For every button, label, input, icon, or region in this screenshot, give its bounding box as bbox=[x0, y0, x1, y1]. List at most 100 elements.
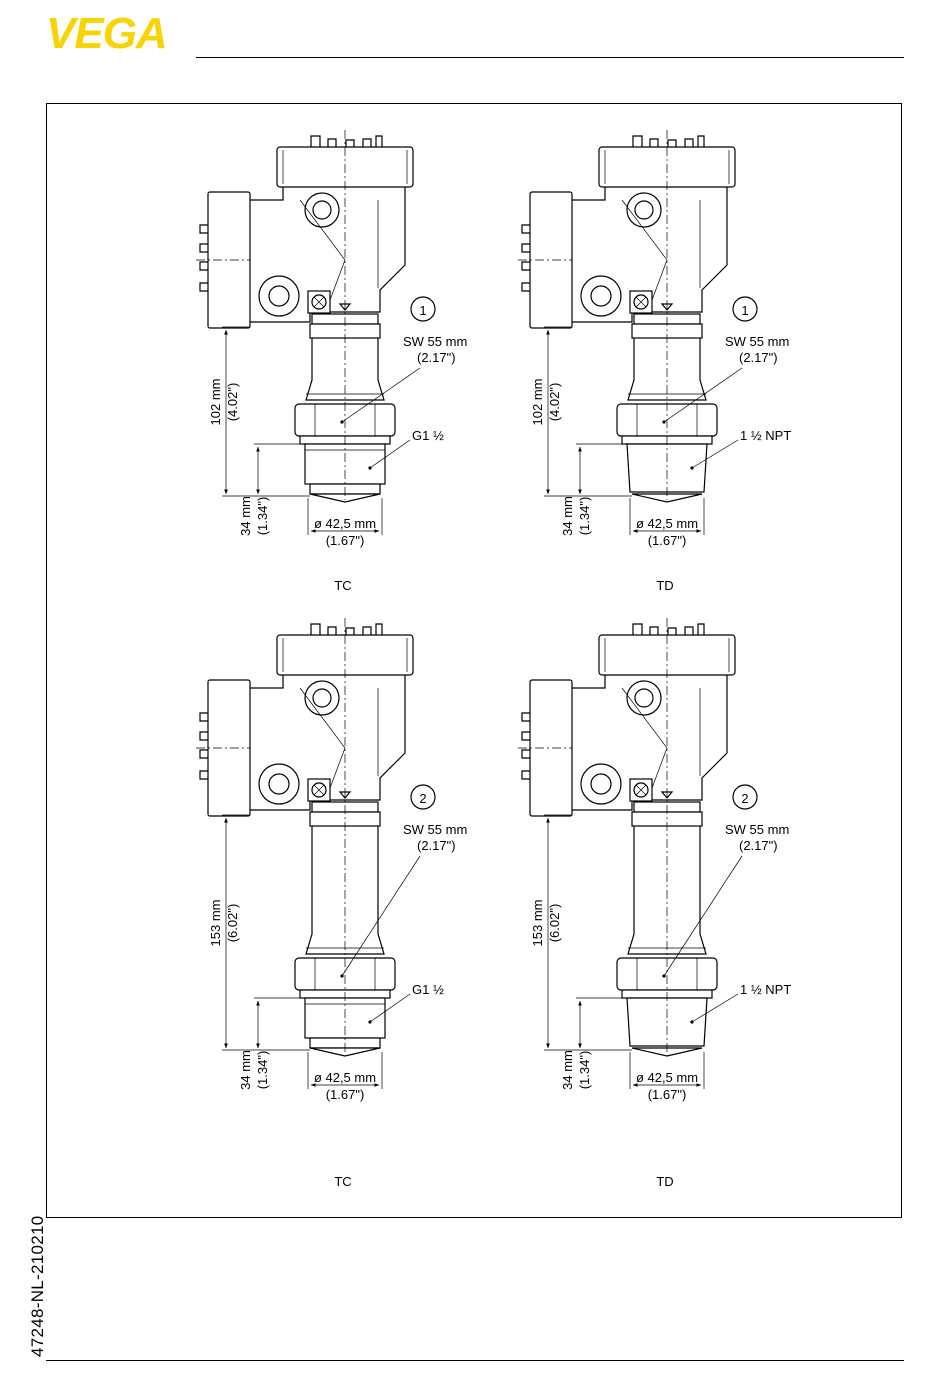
diameter-mm-label: ø 42,5 mm bbox=[314, 516, 376, 531]
height-inch-label: (4.02") bbox=[547, 383, 562, 422]
hex-nut-faces bbox=[314, 958, 376, 990]
thread-leader-dot bbox=[368, 1020, 372, 1024]
height-mm-label: 153 mm bbox=[208, 900, 223, 947]
housing-body bbox=[247, 187, 406, 323]
side-fin-2 bbox=[521, 731, 530, 741]
ground-terminal-screw bbox=[633, 294, 649, 310]
ground-terminal-cross bbox=[313, 784, 325, 796]
version-marker-circle bbox=[410, 784, 436, 810]
drawing-frame bbox=[46, 103, 902, 1218]
version-marker-circle bbox=[410, 296, 436, 322]
ground-terminal-cross bbox=[635, 784, 647, 796]
side-fin-1 bbox=[199, 712, 208, 722]
upper-screw-ring bbox=[304, 680, 340, 716]
hex-size-label: SW 55 mm bbox=[725, 822, 789, 837]
side-fin-2 bbox=[199, 731, 208, 741]
side-fin-4 bbox=[521, 770, 530, 780]
housing-contour bbox=[621, 687, 701, 789]
thread-leader-dot bbox=[690, 1020, 694, 1024]
diameter-ext-lines bbox=[629, 1052, 705, 1089]
housing-body bbox=[569, 675, 728, 811]
lower-screw-ring bbox=[580, 275, 622, 317]
reference-mark bbox=[338, 791, 352, 799]
cover-edge-lines bbox=[604, 150, 730, 184]
side-fin-1 bbox=[521, 224, 530, 234]
side-fin-3 bbox=[521, 749, 530, 759]
lower-screw-head bbox=[268, 285, 290, 307]
reference-mark bbox=[338, 303, 352, 311]
upper-screw-head bbox=[312, 688, 332, 708]
vega-logo: VEGA bbox=[46, 12, 168, 52]
lower-screw-head bbox=[590, 285, 612, 307]
hex-size-inch-label: (2.17") bbox=[739, 350, 778, 365]
bottom-mm-label: 34 mm bbox=[238, 496, 253, 536]
hex-size-inch-label: (2.17") bbox=[739, 838, 778, 853]
housing-contour bbox=[621, 199, 701, 301]
hex-leader-dot bbox=[662, 420, 666, 424]
lower-screw-head bbox=[590, 773, 612, 795]
height-mm-label: 102 mm bbox=[208, 379, 223, 426]
version-marker-label: 2 bbox=[741, 791, 748, 806]
hex-leader-line bbox=[663, 367, 743, 423]
hex-leader-dot bbox=[340, 974, 344, 978]
hex-size-label: SW 55 mm bbox=[403, 334, 467, 349]
lower-screw-ring bbox=[258, 763, 300, 805]
bottom-inch-label: (1.34") bbox=[255, 1051, 270, 1090]
bottom-inch-label: (1.34") bbox=[577, 1051, 592, 1090]
upper-screw-head bbox=[634, 688, 654, 708]
thread-leader-dot bbox=[368, 466, 372, 470]
hex-size-inch-label: (2.17") bbox=[417, 838, 456, 853]
hex-leader-dot bbox=[662, 974, 666, 978]
npt-thread bbox=[626, 443, 708, 493]
cover-edge-lines bbox=[282, 150, 408, 184]
thread-leader-dot bbox=[690, 466, 694, 470]
hex-nut-faces bbox=[636, 404, 698, 436]
height-inch-label: (6.02") bbox=[225, 904, 240, 943]
side-fin-4 bbox=[199, 282, 208, 292]
thread-label: 1 ½ NPT bbox=[740, 428, 791, 443]
height-mm-label: 153 mm bbox=[530, 900, 545, 947]
version-caption: TC bbox=[334, 578, 351, 593]
height-inch-label: (4.02") bbox=[225, 383, 240, 422]
diameter-inch-label: (1.67") bbox=[326, 1087, 365, 1102]
lower-screw-ring bbox=[580, 763, 622, 805]
housing-body bbox=[247, 675, 406, 811]
upper-screw-ring bbox=[626, 680, 662, 716]
bottom-mm-label: 34 mm bbox=[560, 1050, 575, 1090]
ground-terminal-screw bbox=[311, 294, 327, 310]
process-tube bbox=[627, 338, 707, 401]
housing-top-fins bbox=[310, 135, 383, 147]
diameter-mm-label: ø 42,5 mm bbox=[636, 516, 698, 531]
hex-nut-faces bbox=[636, 958, 698, 990]
hex-nut-faces bbox=[314, 404, 376, 436]
bottom-inch-label: (1.34") bbox=[255, 497, 270, 536]
hex-leader-line bbox=[341, 855, 421, 977]
side-fin-2 bbox=[521, 243, 530, 253]
side-fin-1 bbox=[521, 712, 530, 722]
housing-contour bbox=[299, 687, 379, 789]
version-marker-label: 1 bbox=[419, 303, 426, 318]
reference-mark bbox=[660, 303, 674, 311]
diameter-ext-lines bbox=[307, 1052, 383, 1089]
hex-leader-line bbox=[341, 367, 421, 423]
thread-leader-line bbox=[691, 439, 739, 469]
hex-leader-line bbox=[663, 855, 743, 977]
housing-body bbox=[569, 187, 728, 323]
lower-screw-ring bbox=[258, 275, 300, 317]
version-marker-label: 2 bbox=[419, 791, 426, 806]
footer-divider bbox=[46, 1360, 904, 1361]
version-marker-circle bbox=[732, 784, 758, 810]
hex-leader-dot bbox=[340, 420, 344, 424]
diameter-ext-lines bbox=[629, 498, 705, 535]
side-fin-3 bbox=[199, 261, 208, 271]
thread-label: G1 ½ bbox=[412, 982, 444, 997]
side-fin-3 bbox=[521, 261, 530, 271]
thread-label: G1 ½ bbox=[412, 428, 444, 443]
bottom-mm-label: 34 mm bbox=[238, 1050, 253, 1090]
diameter-ext-lines bbox=[307, 498, 383, 535]
side-fin-3 bbox=[199, 749, 208, 759]
hex-size-label: SW 55 mm bbox=[725, 334, 789, 349]
process-tube bbox=[305, 338, 385, 401]
